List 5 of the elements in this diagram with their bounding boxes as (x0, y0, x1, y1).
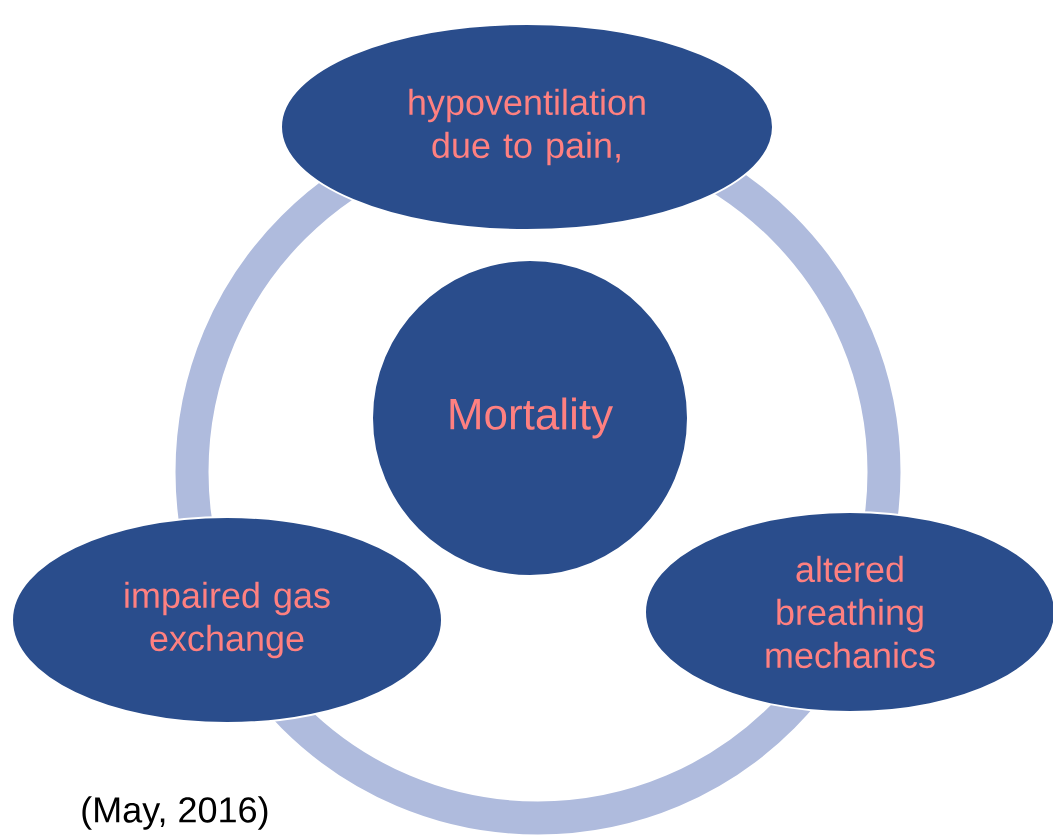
citation: (May, 2016) (82, 796, 268, 830)
ellipse-node: hypoventilation due to pain, (280, 23, 774, 231)
circle-node: Mortality (371, 259, 689, 577)
ellipse-node: impaired gas exchange (11, 516, 443, 724)
ellipse-node: altered breathing mechanics (644, 511, 1053, 713)
